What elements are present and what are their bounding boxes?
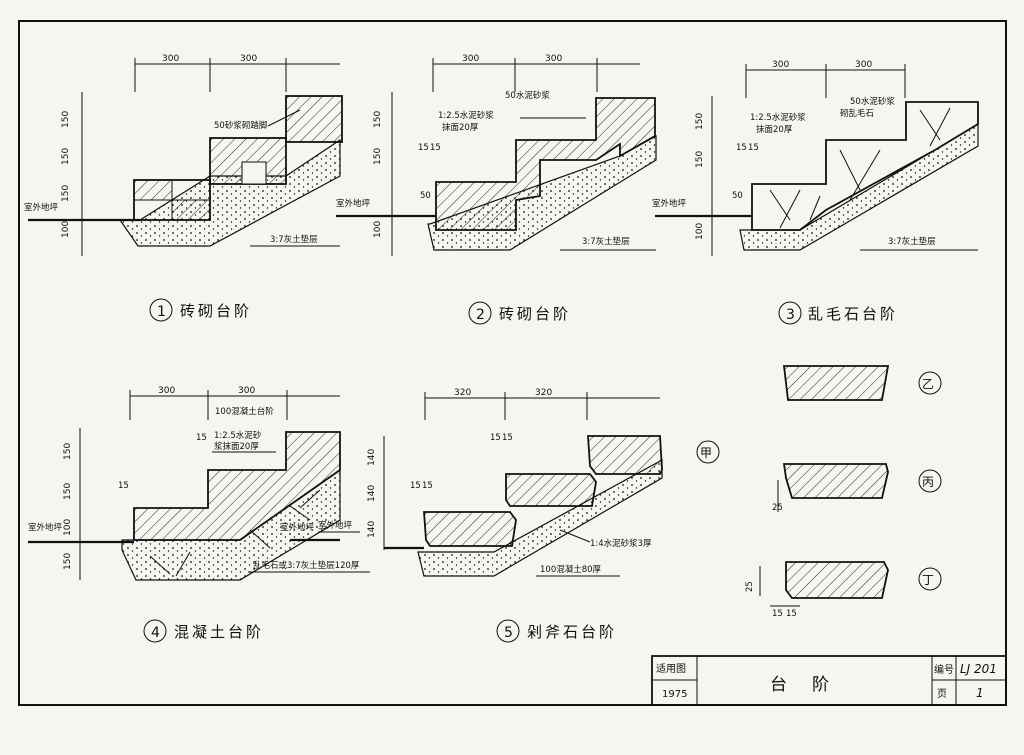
detail-3-number: 3 — [786, 307, 795, 323]
svg-text:室外地坪: 室外地坪 — [336, 198, 371, 209]
title-block: 适用图 1975 台 阶 编号 LJ 201 页 1 — [651, 655, 1007, 706]
svg-text:抹面20厚: 抹面20厚 — [442, 122, 479, 133]
svg-text:15: 15 — [736, 143, 747, 153]
svg-text:15: 15 — [418, 143, 429, 153]
detail-5-caption: 剁斧石台阶 — [527, 623, 617, 641]
detail-2-brick-steps: 300 300 150 150 100 室外地坪 50 15 15 50水泥砂浆… — [336, 54, 657, 325]
detail-2-caption: 砖砌台阶 — [499, 305, 571, 323]
profile-mark-ding: 丁 — [922, 573, 934, 587]
title-page-value: 1 — [976, 686, 984, 700]
svg-text:15: 15 — [430, 143, 441, 153]
svg-text:50: 50 — [420, 191, 431, 201]
svg-text:100: 100 — [61, 221, 71, 238]
svg-text:150: 150 — [61, 148, 71, 165]
svg-text:100混凝土80厚: 100混凝土80厚 — [540, 564, 602, 575]
tread-profiles: 甲 乙 25 丙 25 15 15 丁 — [696, 365, 942, 619]
detail-5-number: 5 — [504, 625, 513, 641]
svg-text:1:2.5水泥砂浆: 1:2.5水泥砂浆 — [438, 110, 494, 121]
svg-text:100混凝土台阶: 100混凝土台阶 — [215, 406, 274, 417]
svg-text:140: 140 — [367, 449, 377, 466]
svg-text:50水泥砂浆: 50水泥砂浆 — [505, 90, 550, 101]
note-outdoor-ground: 室外地坪 — [24, 202, 59, 213]
svg-text:100: 100 — [695, 223, 705, 240]
svg-text:室外地坪: 室外地坪 — [652, 198, 687, 209]
svg-text:砌乱毛石: 砌乱毛石 — [840, 108, 874, 119]
detail-2-number: 2 — [476, 307, 485, 323]
svg-text:150: 150 — [695, 113, 705, 130]
svg-text:15: 15 — [410, 481, 421, 491]
svg-text:300: 300 — [238, 386, 255, 396]
svg-text:15: 15 — [786, 609, 797, 619]
note-base: 3:7灰土垫层 — [270, 234, 318, 245]
svg-text:300: 300 — [462, 54, 479, 64]
dim-top-1: 300 — [162, 54, 179, 64]
detail-4-number: 4 — [151, 625, 160, 641]
svg-text:浆抹面20厚: 浆抹面20厚 — [214, 441, 259, 452]
svg-text:1:2.5水泥砂浆: 1:2.5水泥砂浆 — [750, 112, 806, 123]
svg-text:320: 320 — [535, 388, 552, 398]
svg-text:25: 25 — [772, 503, 783, 513]
svg-text:15: 15 — [422, 481, 433, 491]
svg-text:150: 150 — [373, 111, 383, 128]
svg-text:300: 300 — [772, 60, 789, 70]
svg-text:15: 15 — [118, 481, 129, 491]
svg-text:150: 150 — [63, 443, 73, 460]
svg-text:室外地坪: 室外地坪 — [280, 522, 315, 533]
svg-text:100: 100 — [63, 519, 73, 536]
svg-text:150: 150 — [61, 111, 71, 128]
svg-text:乱毛石或3:7灰土垫层120厚: 乱毛石或3:7灰土垫层120厚 — [253, 560, 360, 571]
svg-text:1:4水泥砂浆3厚: 1:4水泥砂浆3厚 — [590, 538, 652, 549]
profile-mark-yi: 乙 — [922, 377, 934, 391]
svg-text:300: 300 — [855, 60, 872, 70]
drawing-title: 台 阶 — [770, 675, 833, 695]
svg-text:150: 150 — [695, 151, 705, 168]
detail-1-number: 1 — [157, 304, 166, 320]
svg-text:15: 15 — [748, 143, 759, 153]
svg-text:室外地坪: 室外地坪 — [318, 520, 353, 531]
dim-top-2: 300 — [240, 54, 257, 64]
svg-text:3:7灰土垫层: 3:7灰土垫层 — [888, 236, 936, 247]
svg-text:150: 150 — [63, 553, 73, 570]
svg-text:抹面20厚: 抹面20厚 — [756, 124, 793, 135]
svg-text:室外地坪: 室外地坪 — [28, 522, 63, 533]
svg-text:15: 15 — [490, 433, 501, 443]
svg-text:50水泥砂浆: 50水泥砂浆 — [850, 96, 895, 107]
svg-text:1:2.5水泥砂: 1:2.5水泥砂 — [214, 430, 262, 441]
detail-4-concrete-steps: 300 300 150 150 100 150 室外地坪 室外地坪 100混凝土… — [28, 386, 370, 643]
svg-text:300: 300 — [158, 386, 175, 396]
detail-3-caption: 乱毛石台阶 — [808, 305, 898, 323]
detail-1-caption: 砖砌台阶 — [180, 302, 252, 320]
sheet-border — [18, 20, 1007, 706]
svg-text:150: 150 — [63, 483, 73, 500]
svg-text:3:7灰土垫层: 3:7灰土垫层 — [582, 236, 630, 247]
title-code-value: LJ 201 — [960, 662, 997, 676]
svg-text:140: 140 — [367, 485, 377, 502]
svg-text:300: 300 — [545, 54, 562, 64]
svg-text:100: 100 — [373, 221, 383, 238]
detail-4-caption: 混凝土台阶 — [174, 623, 264, 641]
svg-text:320: 320 — [454, 388, 471, 398]
svg-text:15: 15 — [196, 433, 207, 443]
svg-text:50: 50 — [732, 191, 743, 201]
title-applicable-label: 适用图 — [656, 663, 686, 675]
profile-mark-bing: 丙 — [922, 475, 934, 489]
title-year: 1975 — [662, 689, 687, 700]
title-code-label: 编号 — [934, 663, 954, 676]
profile-mark-jia: 甲 — [700, 446, 712, 460]
title-page-label: 页 — [937, 688, 947, 700]
svg-text:15: 15 — [502, 433, 513, 443]
svg-text:150: 150 — [373, 148, 383, 165]
svg-text:25: 25 — [745, 581, 755, 592]
svg-text:150: 150 — [61, 185, 71, 202]
svg-text:140: 140 — [367, 521, 377, 538]
svg-text:15: 15 — [772, 609, 783, 619]
detail-3-rubble-stone-steps: 300 300 150 150 100 室外地坪 50 15 15 50水泥砂浆… — [652, 60, 979, 325]
note-mortar: 50砂浆砌踏脚 — [214, 120, 267, 131]
detail-1-brick-steps: 300 300 150 150 150 100 室外地坪 50砂浆砌踏脚 3:7… — [24, 54, 343, 322]
detail-5-axed-stone-steps: 320 320 140 140 140 室外地坪 1:4水泥砂浆3厚 100混凝… — [318, 388, 663, 643]
